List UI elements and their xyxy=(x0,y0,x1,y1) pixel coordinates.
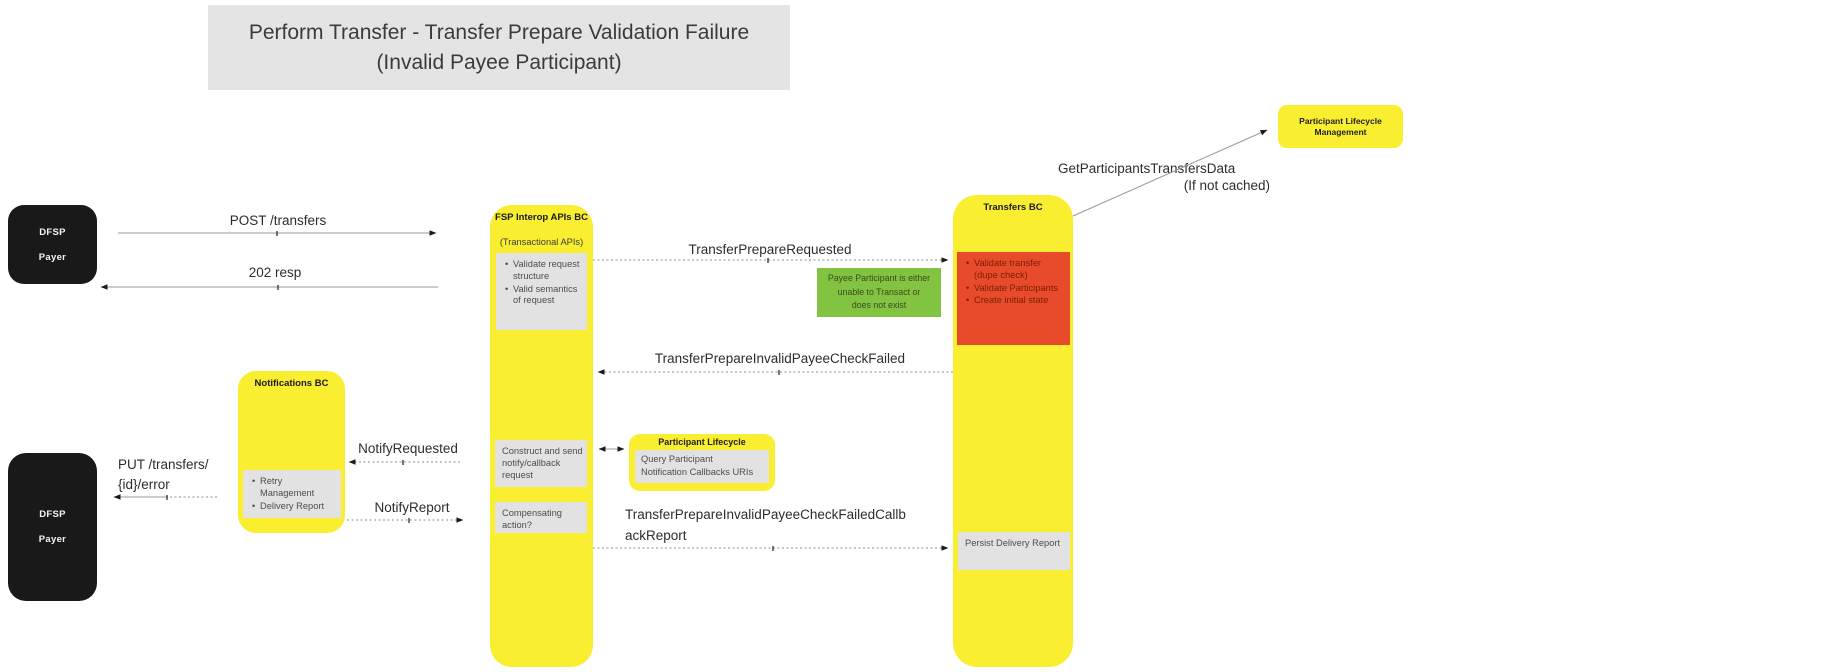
lifeline-transfers-bc: Transfers BC Validate transfer (dupe che… xyxy=(953,195,1073,667)
arrow-put-transfers-error xyxy=(113,494,217,500)
actor-label-payer: Payer xyxy=(38,534,67,545)
panel-item: Delivery Report xyxy=(250,501,337,513)
diagram-title-line1: Perform Transfer - Transfer Prepare Vali… xyxy=(248,21,750,44)
actor-label-payer: Payer xyxy=(38,251,67,263)
message-label-get-participants: GetParticipantsTransfersData (If not cac… xyxy=(1058,160,1274,194)
message-label-invalid-payee-check-failed: TransferPrepareInvalidPayeeCheckFailed xyxy=(654,351,906,366)
arrow-202-resp xyxy=(100,284,438,290)
diagram-title-line2: (Invalid Payee Participant) xyxy=(376,51,622,74)
actor-dfsp-payer-top: DFSP Payer xyxy=(8,205,97,284)
message-label-check-failed-callback-report: TransferPrepareInvalidPayeeCheckFailedCa… xyxy=(625,504,955,546)
panel-validate-request: Validate request structure Valid semanti… xyxy=(496,253,587,330)
message-label-line2: (If not cached) xyxy=(1183,178,1270,193)
message-label-line2: ackReport xyxy=(625,528,687,543)
panel-persist-delivery-report: Persist Delivery Report xyxy=(958,532,1070,570)
node-label-line2: Management xyxy=(1314,126,1367,137)
message-label-notify-report: NotifyReport xyxy=(374,500,450,515)
lifeline-title: Transfers BC xyxy=(983,202,1043,213)
note-line1: Payee Participant is either xyxy=(827,273,931,284)
arrow-invalid-payee-check-failed xyxy=(597,369,953,375)
lifeline-fsp-interop-apis-bc: FSP Interop APIs BC (Transactional APIs)… xyxy=(490,205,593,667)
arrow-check-failed-callback-report xyxy=(593,545,949,551)
panel-retry-management: Retry Management Delivery Report xyxy=(243,470,341,518)
node-title: Participant Lifecycle xyxy=(658,437,746,447)
panel-item: Validate transfer (dupe check) xyxy=(964,258,1066,282)
panel-item: Valid semantics of request xyxy=(503,284,583,308)
message-label-post-transfers: POST /transfers xyxy=(229,213,327,228)
arrow-post-transfers xyxy=(118,230,437,236)
actor-dfsp-payer-bottom: DFSP Payer xyxy=(8,453,97,601)
lifeline-notifications-bc: Notifications BC Retry Management Delive… xyxy=(238,371,345,533)
panel-line2: Notification Callbacks URIs xyxy=(641,467,754,477)
panel-item: Validate Participants xyxy=(964,283,1066,295)
message-label-line2: {id}/error xyxy=(118,477,170,492)
panel-query-participant: Query Participant Notification Callbacks… xyxy=(635,450,769,483)
message-label-202-resp: 202 resp xyxy=(248,265,302,280)
note-line2: unable to Transact or xyxy=(837,286,921,297)
panel-compensating-action: Compensating action? xyxy=(495,502,587,533)
panel-item: Validate request structure xyxy=(503,259,583,283)
note-payee-invalid: Payee Participant is either unable to Tr… xyxy=(817,268,941,317)
arrow-transfer-prepare-requested xyxy=(593,257,949,263)
panel-validate-transfer-error: Validate transfer (dupe check) Validate … xyxy=(957,252,1070,345)
message-label-notify-requested: NotifyRequested xyxy=(358,441,458,456)
arrow-notify-report xyxy=(347,517,464,523)
lifeline-title: FSP Interop APIs BC xyxy=(495,212,588,223)
panel-line1: Query Participant xyxy=(641,454,713,464)
diagram-title: Perform Transfer - Transfer Prepare Vali… xyxy=(208,5,790,90)
panel-item: Retry Management xyxy=(250,476,337,500)
lifeline-title: Notifications BC xyxy=(254,378,329,389)
note-line3: does not exist xyxy=(851,300,907,311)
actor-label-dfsp: DFSP xyxy=(39,509,66,520)
lifeline-subtitle: (Transactional APIs) xyxy=(499,237,584,247)
message-label-put-transfers-error: PUT /transfers/ {id}/error xyxy=(118,455,248,495)
panel-item: Create initial state xyxy=(964,295,1066,307)
message-label-line1: TransferPrepareInvalidPayeeCheckFailedCa… xyxy=(625,507,906,522)
actor-label-dfsp: DFSP xyxy=(39,226,66,238)
node-participant-lifecycle: Participant Lifecycle Query Participant … xyxy=(629,434,775,491)
message-label-line1: PUT /transfers/ xyxy=(118,457,209,472)
node-participant-lifecycle-management: Participant Lifecycle Management xyxy=(1278,105,1403,148)
panel-construct-notify: Construct and send notify/callback reque… xyxy=(495,440,587,487)
arrow-notify-requested xyxy=(348,459,460,465)
node-label-line1: Participant Lifecycle xyxy=(1299,115,1382,126)
message-label-line1: GetParticipantsTransfersData xyxy=(1058,161,1236,176)
message-label-transfer-prepare-requested: TransferPrepareRequested xyxy=(688,242,852,257)
